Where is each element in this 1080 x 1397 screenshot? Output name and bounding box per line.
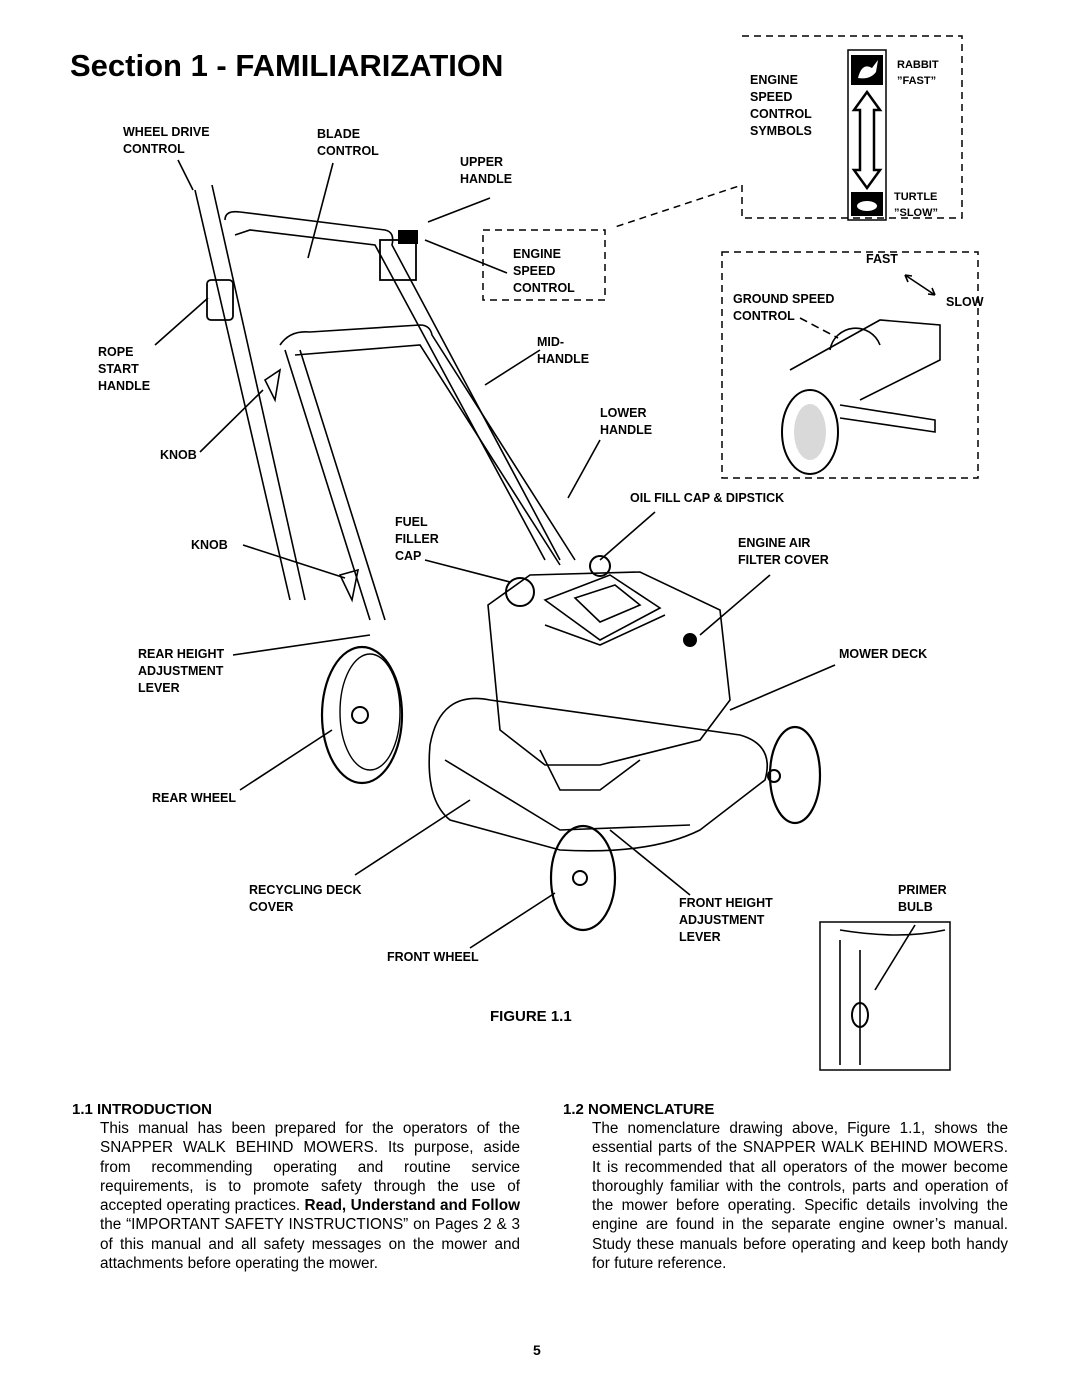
label-slow: SLOW [946,295,984,309]
label-engine-air-filter-cover: ENGINE AIR FILTER COVER [738,536,829,567]
page-number: 5 [533,1342,541,1358]
label-blade-control: BLADE CONTROL [317,127,379,158]
label-rope-start-handle: ROPE START HANDLE [98,345,151,393]
label-fuel-filler-cap: FUEL FILLER CAP [395,515,439,563]
label-engine-speed-control: ENGINE SPEED CONTROL [513,247,575,295]
label-rear-wheel: REAR WHEEL [152,791,237,805]
label-lower-handle: LOWER HANDLE [600,406,653,437]
label-knob-lower: KNOB [191,538,228,552]
rabbit-icon [851,55,883,85]
label-primer-bulb: PRIMER BULB [898,883,947,914]
label-recycling-deck-cover: RECYCLING DECK COVER [249,883,362,914]
label-ground-speed-control: GROUND SPEED CONTROL [733,292,835,323]
label-front-wheel: FRONT WHEEL [387,950,479,964]
label-rear-height-adjustment-lever: REAR HEIGHT ADJUSTMENT LEVER [138,647,225,695]
label-upper-handle: UPPER HANDLE [460,155,513,186]
label-oil-fill-cap: OIL FILL CAP & DIPSTICK [630,491,785,505]
label-knob-upper: KNOB [160,448,197,462]
intro-paragraph: This manual has been prepared for the op… [100,1120,520,1273]
speed-double-arrow-icon [851,89,883,191]
label-engine-speed-control-symbols: ENGINE SPEED CONTROL SYMBOLS [750,73,812,138]
label-mower-deck: MOWER DECK [839,647,928,661]
label-rabbit-fast: RABBIT ”FAST” [897,59,939,87]
label-wheel-drive-control: WHEEL DRIVE CONTROL [123,125,210,156]
intro-heading: 1.1 INTRODUCTION [72,1101,213,1118]
nomenclature-heading: 1.2 NOMENCLATURE [563,1101,715,1118]
label-front-height-adjustment-lever: FRONT HEIGHT ADJUSTMENT LEVER [679,896,773,944]
figure-caption: FIGURE 1.1 [490,1008,572,1025]
page-title: Section 1 - FAMILIARIZATION [70,48,504,83]
label-mid-handle: MID- HANDLE [537,335,590,366]
label-turtle-slow: TURTLE ”SLOW” [894,191,938,219]
nomenclature-paragraph: The nomenclature drawing above, Figure 1… [592,1120,1008,1273]
label-fast: FAST [866,252,898,266]
intro-bold-phrase: Read, Understand and Follow [304,1197,520,1215]
turtle-icon [851,192,883,216]
